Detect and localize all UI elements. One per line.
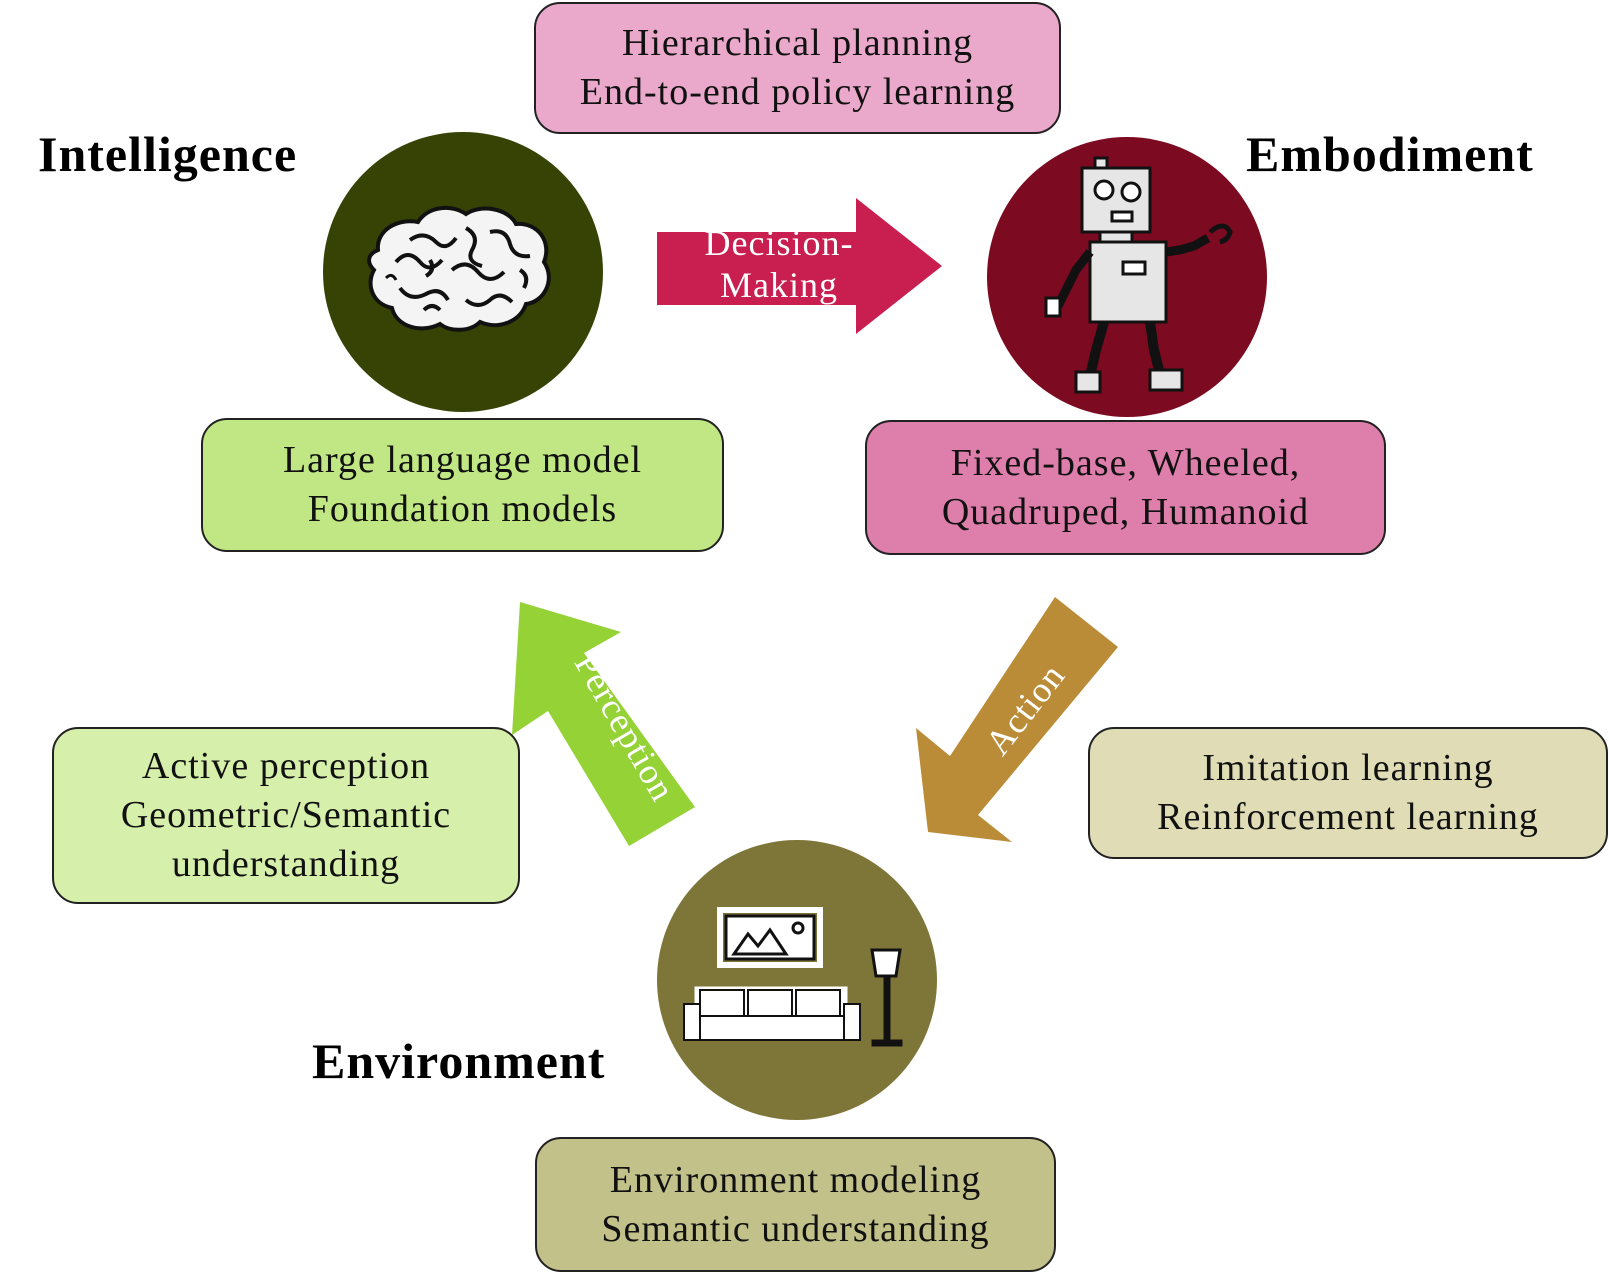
robots-box: Fixed-base, Wheeled, Quadruped, Humanoid [865, 420, 1386, 555]
perception-tasks-line-3: understanding [171, 843, 401, 885]
decision-making-line-2: Making [720, 265, 838, 305]
planning-line-1: Hierarchical planning [621, 22, 974, 64]
environment-tasks-line-2: Semantic understanding [601, 1207, 990, 1250]
perception-tasks-box: Active perception Geometric/Semantic und… [52, 727, 520, 904]
embodiment-heading: Embodiment [1246, 126, 1534, 182]
perception-tasks-line-2: Geometric/Semantic [120, 794, 452, 836]
planning-box: Hierarchical planning End-to-end policy … [534, 2, 1061, 134]
environment-circle [657, 840, 937, 1120]
models-box: Large language model Foundation models [201, 418, 724, 552]
decision-making-label: Decision- Making [684, 222, 874, 306]
perception-arrow [512, 602, 695, 846]
robots-line-2: Quadruped, Humanoid [941, 490, 1310, 533]
perception-tasks-line-1: Active perception [141, 745, 431, 787]
models-line-2: Foundation models [307, 488, 618, 530]
action-arrow [916, 597, 1118, 842]
planning-line-2: End-to-end policy learning [579, 71, 1016, 113]
learning-line-2: Reinforcement learning [1157, 796, 1539, 838]
models-line-1: Large language model [282, 439, 643, 481]
environment-heading: Environment [312, 1033, 606, 1089]
robot-icon [1044, 156, 1233, 394]
intelligence-heading: Intelligence [38, 126, 298, 182]
environment-tasks-box: Environment modeling Semantic understand… [535, 1137, 1056, 1272]
brain-icon [367, 205, 551, 332]
decision-making-line-1: Decision- [704, 223, 854, 263]
decision-making-arrow [657, 198, 942, 334]
robots-line-1: Fixed-base, Wheeled, [950, 441, 1301, 484]
learning-box: Imitation learning Reinforcement learnin… [1088, 727, 1608, 859]
living-room-icon [683, 907, 903, 1047]
learning-line-1: Imitation learning [1202, 747, 1494, 789]
environment-tasks-line-1: Environment modeling [609, 1158, 982, 1201]
